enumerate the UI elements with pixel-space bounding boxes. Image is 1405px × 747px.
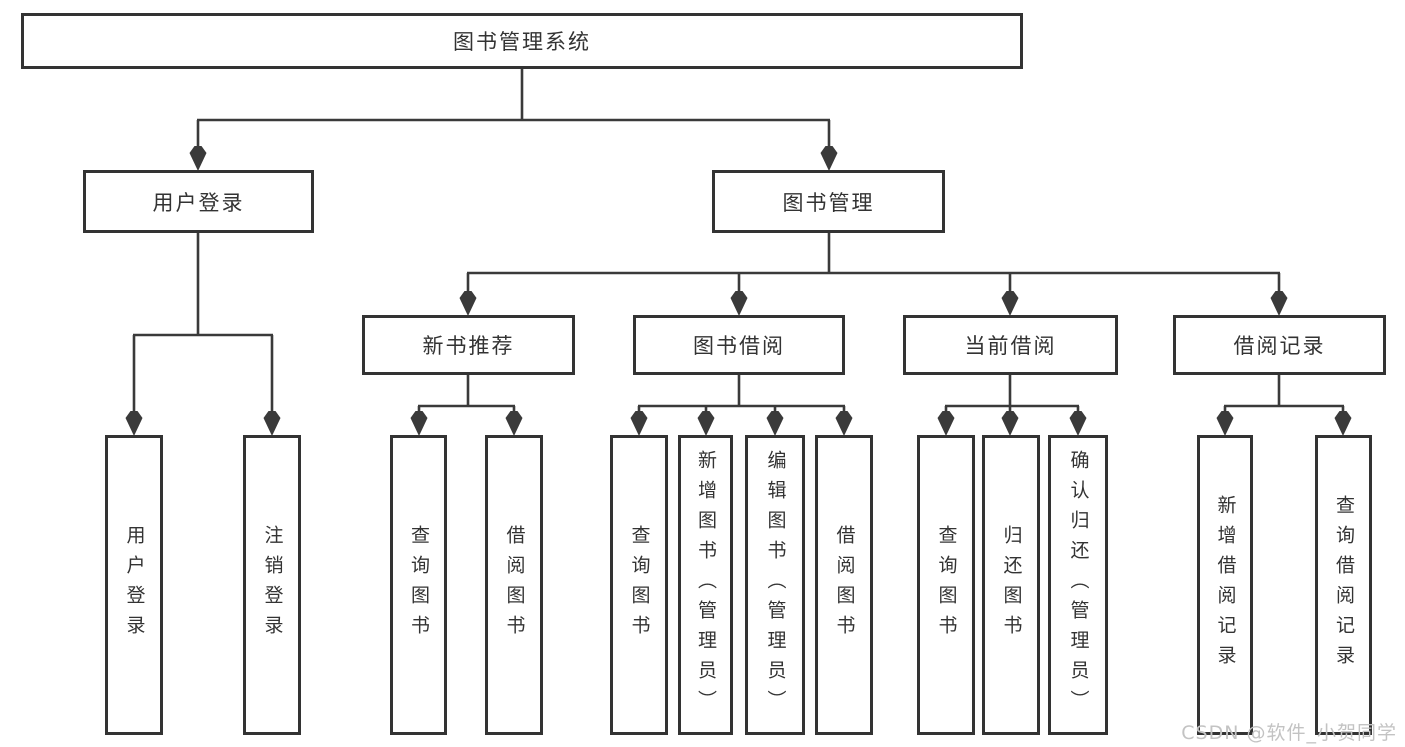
node-label: 图书借阅 (693, 334, 785, 358)
arrowhead-down-icon (1069, 411, 1087, 436)
node-label: 借阅图书 (503, 525, 526, 645)
arrowhead-down-icon (1216, 411, 1234, 436)
node-module-book-borrowing: 图书借阅 (633, 315, 845, 375)
node-module-borrowing-records: 借阅记录 (1173, 315, 1386, 375)
arrowhead-down-icon (1334, 411, 1352, 436)
node-leaf-query-books-current: 查询图书 (917, 435, 975, 735)
node-leaf-add-books-admin: 新增图书（管理员） (678, 435, 733, 735)
node-label: 查询图书 (408, 525, 430, 645)
node-leaf-add-borrow-record: 新增借阅记录 (1197, 435, 1253, 735)
arrowhead-down-icon (835, 411, 853, 436)
node-label: 借阅图书 (833, 525, 856, 645)
node-leaf-query-borrow-record: 查询借阅记录 (1315, 435, 1372, 735)
arrowhead-down-icon (125, 411, 143, 436)
node-label: 新书推荐 (422, 334, 515, 358)
node-leaf-borrow-books-recommend: 借阅图书 (485, 435, 543, 735)
node-leaf-return-books: 归还图书 (982, 435, 1040, 735)
node-label: 查询图书 (628, 525, 651, 645)
node-label: 图书管理 (782, 190, 875, 215)
node-label: 归还图书 (1000, 525, 1023, 645)
arrowhead-down-icon (1001, 411, 1019, 436)
node-label: 新增图书（管理员） (695, 450, 717, 720)
node-label: 图书管理系统 (453, 30, 591, 54)
node-branch-user-login: 用户登录 (83, 170, 314, 233)
arrowhead-down-icon (937, 411, 955, 436)
node-leaf-user-login: 用户登录 (105, 435, 163, 735)
node-branch-book-management: 图书管理 (712, 170, 945, 233)
arrowhead-down-icon (630, 411, 648, 436)
arrowhead-down-icon (697, 411, 715, 436)
arrowhead-down-icon (263, 411, 281, 436)
node-label: 查询图书 (935, 525, 958, 645)
node-module-current-borrowing: 当前借阅 (903, 315, 1118, 375)
arrowhead-down-icon (730, 291, 748, 316)
node-label: 注销登录 (261, 525, 284, 645)
node-label: 新增借阅记录 (1214, 495, 1237, 675)
arrowhead-down-icon (766, 411, 784, 436)
node-module-new-book-recommend: 新书推荐 (362, 315, 575, 375)
arrowhead-down-icon (410, 411, 428, 436)
node-label: 编辑图书（管理员） (764, 450, 787, 720)
arrowhead-down-icon (189, 146, 207, 171)
node-label: 查询借阅记录 (1333, 495, 1355, 675)
node-leaf-query-books-recommend: 查询图书 (390, 435, 447, 735)
node-leaf-confirm-return-admin: 确认归还（管理员） (1048, 435, 1108, 735)
node-label: 用户登录 (152, 190, 245, 215)
arrowhead-down-icon (820, 146, 838, 171)
node-leaf-edit-books-admin: 编辑图书（管理员） (745, 435, 805, 735)
arrowhead-down-icon (505, 411, 523, 436)
arrowhead-down-icon (459, 291, 477, 316)
arrowhead-down-icon (1001, 291, 1019, 316)
node-label: 借阅记录 (1233, 334, 1326, 358)
node-label: 用户登录 (123, 525, 146, 645)
node-leaf-borrow-books-borrowing: 借阅图书 (815, 435, 873, 735)
csdn-watermark: CSDN @软件_小贺同学 (1181, 722, 1397, 744)
node-label: 当前借阅 (964, 334, 1057, 358)
node-label: 确认归还（管理员） (1067, 450, 1090, 720)
node-root-library-system: 图书管理系统 (21, 13, 1023, 69)
arrowhead-down-icon (1270, 291, 1288, 316)
node-leaf-logout: 注销登录 (243, 435, 301, 735)
node-leaf-query-books-borrowing: 查询图书 (610, 435, 668, 735)
